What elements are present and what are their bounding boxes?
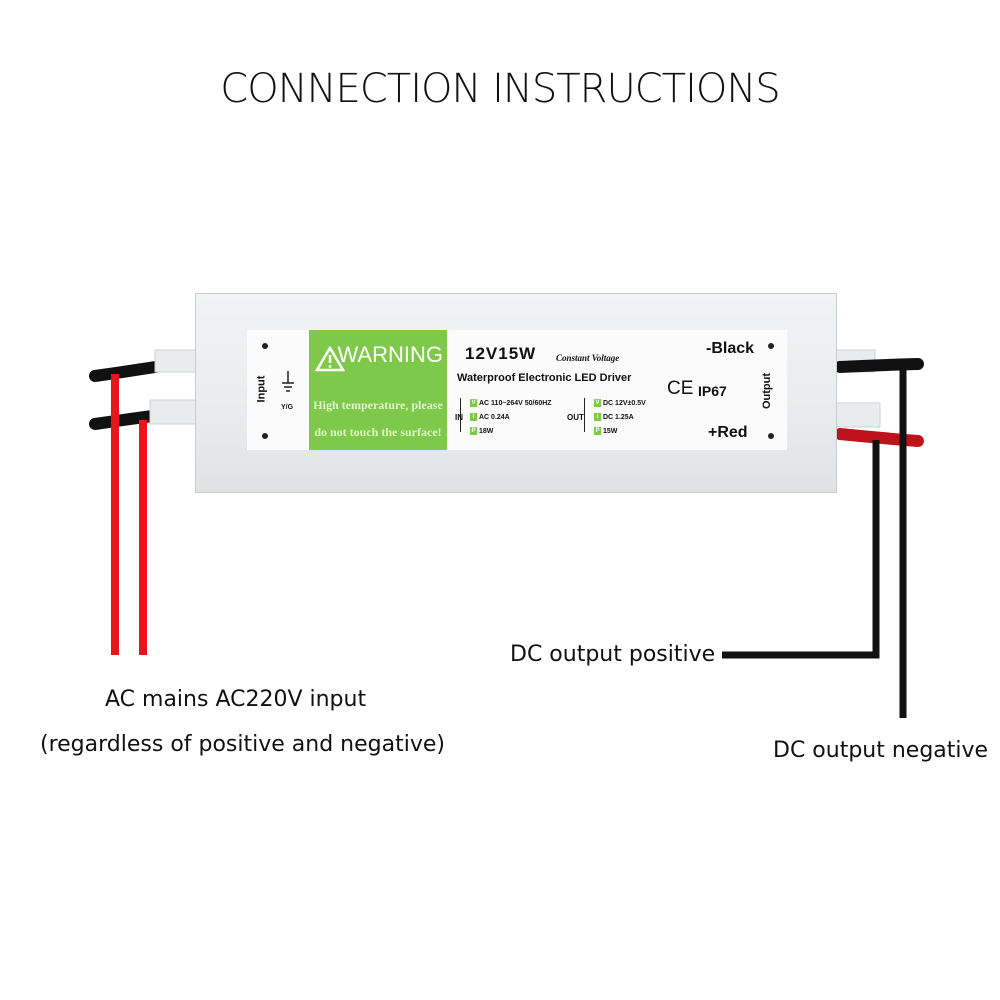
- screw-dot: [262, 433, 268, 439]
- left-grommet-top: [154, 349, 201, 373]
- warning-block: WARNING High temperature, please do not …: [309, 330, 447, 450]
- screw-dot: [768, 433, 774, 439]
- out-bracket: [584, 398, 585, 432]
- dc-positive-leader: [722, 440, 880, 659]
- product-name: Waterproof Electronic LED Driver: [457, 372, 632, 384]
- ip-rating: IP67: [698, 383, 727, 399]
- out-p-key: P: [594, 427, 601, 435]
- out-i-spec: DC 1.25A: [603, 414, 634, 421]
- warning-text: High temperature, please do not touch th…: [309, 392, 447, 446]
- dc-positive-caption: DC output positive: [510, 642, 716, 667]
- red-terminal-label: +Red: [708, 424, 748, 441]
- output-cable-black: [834, 358, 924, 373]
- ac-input-note: (regardless of positive and negative): [40, 732, 445, 757]
- screw-dot: [768, 343, 774, 349]
- out-i-key: I: [594, 413, 601, 421]
- page-title: CONNECTION INSTRUCTIONS: [220, 66, 780, 112]
- out-p-spec: 15W: [603, 428, 618, 435]
- ground-label: Y/G: [281, 404, 294, 411]
- black-terminal-label: -Black: [706, 340, 755, 357]
- in-bracket: [460, 398, 461, 432]
- warning-triangle-icon: [315, 346, 345, 372]
- in-v-spec: AC 110~264V 50/60HZ: [479, 400, 552, 407]
- in-i-key: I: [470, 413, 477, 421]
- ac-input-caption: AC mains AC220V input: [105, 687, 367, 712]
- ground-icon: [282, 371, 294, 392]
- in-v-key: V: [470, 399, 477, 407]
- input-label: Input: [255, 375, 268, 403]
- ce-mark: CE: [667, 378, 694, 399]
- warning-line-2: do not touch the surface!: [314, 425, 442, 439]
- in-p-key: P: [470, 427, 477, 435]
- right-grommet-bottom: [834, 402, 881, 428]
- in-p-spec: 18W: [479, 428, 494, 435]
- model-name: 12V15W: [465, 344, 537, 363]
- output-label: Output: [761, 372, 774, 410]
- left-grommet-bottom: [149, 399, 201, 425]
- out-label: OUT: [567, 413, 584, 422]
- warning-title: WARNING: [337, 342, 443, 367]
- screw-dot: [262, 343, 268, 349]
- in-i-spec: AC 0.24A: [479, 414, 510, 421]
- warning-line-1: High temperature, please: [313, 398, 443, 412]
- out-v-spec: DC 12V±0.5V: [603, 400, 646, 407]
- output-cable-red: [834, 428, 924, 447]
- in-label: IN: [455, 413, 463, 422]
- model-subtitle: Constant Voltage: [556, 353, 620, 363]
- dc-negative-caption: DC output negative: [773, 738, 989, 763]
- out-v-key: V: [594, 399, 601, 407]
